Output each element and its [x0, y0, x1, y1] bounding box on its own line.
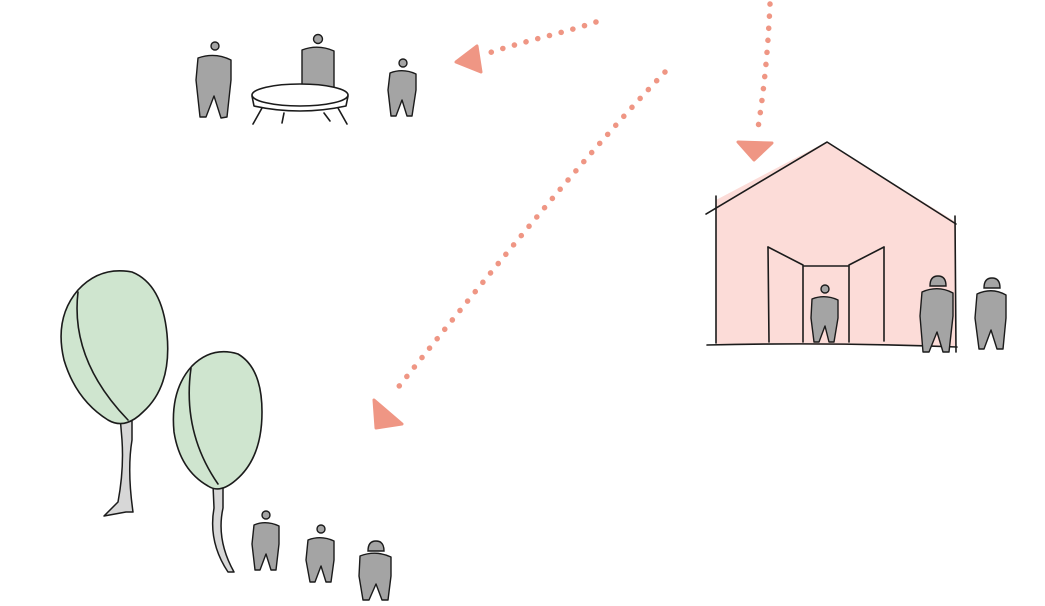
tree-icon: [173, 352, 262, 572]
house-scene: [706, 142, 1006, 352]
person-icon: [306, 525, 334, 582]
arrow-to-trees: [374, 72, 665, 428]
meeting-table-scene: [196, 35, 416, 125]
person-icon: [252, 511, 279, 570]
person-icon: [388, 59, 416, 116]
arrow-head-icon: [738, 142, 772, 160]
arrow-to-meeting-table: [456, 22, 596, 72]
table-icon: [252, 84, 348, 124]
arrow-head-icon: [456, 46, 481, 72]
person-icon: [975, 278, 1006, 349]
arrow-to-house: [738, 4, 772, 160]
tree-icon: [61, 271, 168, 516]
arrow-head-icon: [374, 400, 402, 428]
person-icon: [302, 35, 334, 89]
person-icon: [196, 42, 231, 118]
person-icon: [359, 541, 391, 600]
trees-scene: [61, 271, 391, 600]
